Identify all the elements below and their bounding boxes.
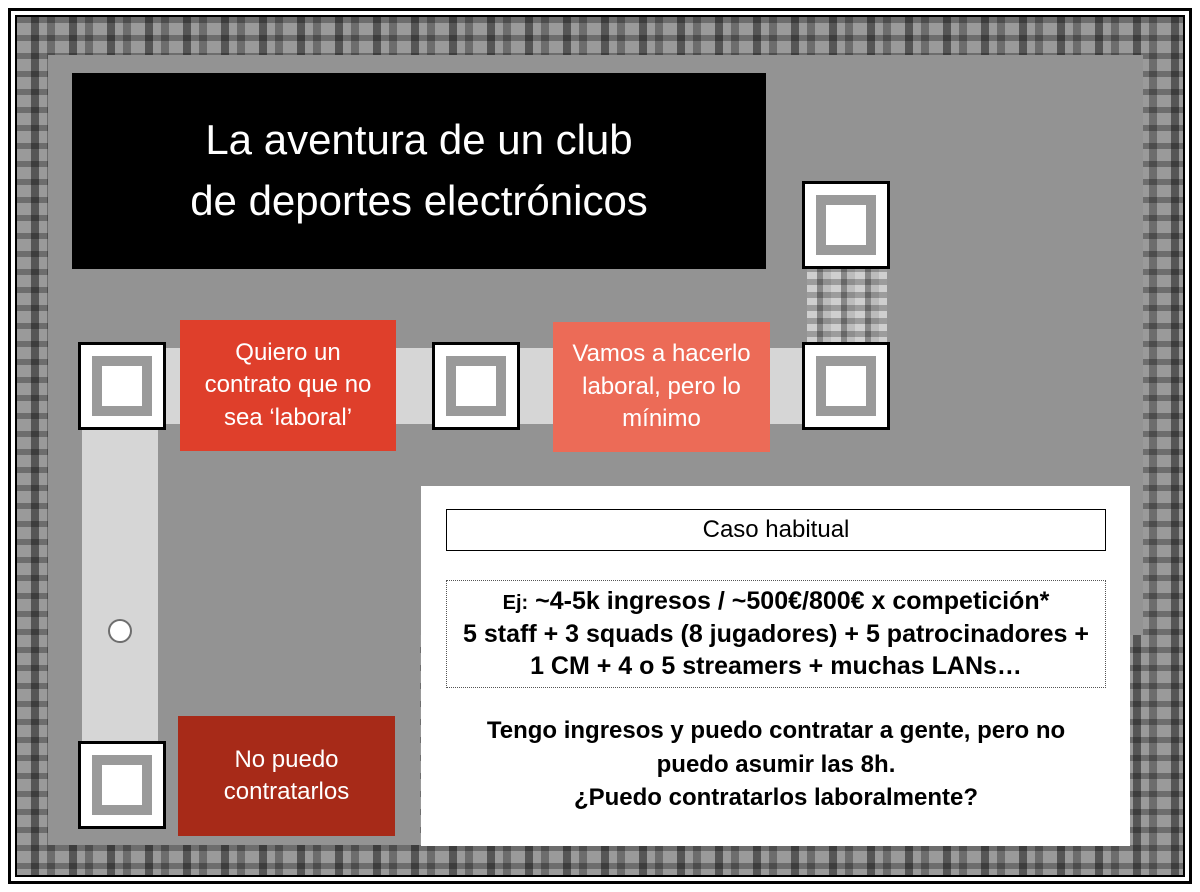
question-text: ¿Puedo contratarlos laboralmente? [573,784,979,812]
example-line-2: 5 staff + 3 squads (8 jugadores) + 5 pat… [463,619,1089,648]
board-node-bottom [78,741,166,829]
player-token [108,619,132,643]
page-title: La aventura de un club de deportes elect… [190,116,648,224]
title-banner: La aventura de un club de deportes elect… [72,73,766,269]
panel-heading: Caso habitual [446,509,1106,551]
statement-text: Tengo ingresos y puedo contratar a gente… [486,717,1066,778]
board-node-middle [432,342,520,430]
board-node-top [802,181,890,269]
example-prefix: Ej: [502,592,529,615]
card-no-puedo-text: No puedo contratarlos [223,745,350,805]
card-hacerlo-laboral-text: Vamos a hacerlo laboral, pero lo mínimo [572,340,751,433]
path-gap-tile [807,268,887,344]
board-node-start [78,342,166,430]
example-line-1-text: ~4-5k ingresos / ~500€/800€ x competició… [535,587,1050,616]
panel-statement: Tengo ingresos y puedo contratar a gente… [446,714,1106,815]
card-no-puedo: No puedo contratarlos [178,716,395,836]
example-box: Ej: ~4-5k ingresos / ~500€/800€ x compet… [446,580,1106,688]
example-line-1: Ej: ~4-5k ingresos / ~500€/800€ x compet… [503,585,1050,618]
board-node-right [802,342,890,430]
panel-heading-text: Caso habitual [702,516,850,543]
card-contrato-no-laboral: Quiero un contrato que no sea ‘laboral’ [180,320,396,451]
card-contrato-no-laboral-text: Quiero un contrato que no sea ‘laboral’ [204,338,372,431]
info-panel [421,486,1130,846]
card-hacerlo-laboral: Vamos a hacerlo laboral, pero lo mínimo [553,322,770,452]
example-line-3: 1 CM + 4 o 5 streamers + muchas LANs… [530,652,1022,681]
